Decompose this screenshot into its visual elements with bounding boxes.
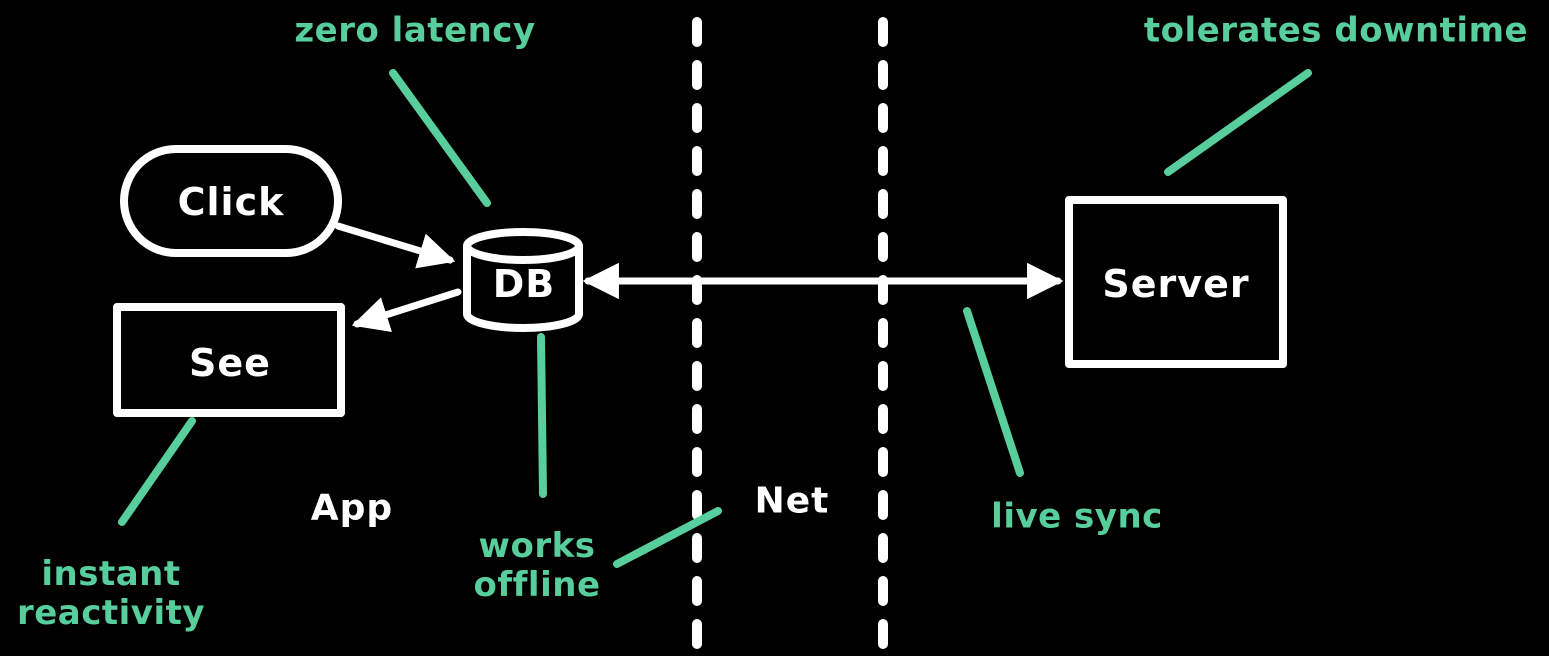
tolerates-downtime-annotation: tolerates downtime [1143,10,1529,51]
click-node-shape [120,145,342,257]
server-node-label: Server [1102,262,1250,307]
db-to-see-arrow [351,288,462,333]
works-offline-annotation: works offline [473,525,601,605]
app-zone-label: App [310,487,394,529]
net-zone-label: Net [754,480,830,522]
tolerates-downtime-pointer-line [1164,69,1312,176]
live-sync-annotation: live sync [991,496,1163,537]
zero-latency-annotation: zero latency [294,10,536,51]
net-pointer-line [613,507,722,568]
works-offline-pointer-line [537,333,547,498]
see-node-label: See [189,341,271,386]
see-node-shape [113,303,345,417]
db-node-label: DB [492,262,556,307]
zero-latency-pointer-line [389,69,491,207]
live-sync-pointer-line [963,307,1024,477]
click-node-label: Click [177,180,285,225]
instant-reactivity-annotation: instant reactivity [16,553,206,633]
click-to-db-arrow [334,222,456,269]
instant-reactivity-pointer-line [118,417,196,526]
server-node-shape [1065,196,1287,368]
db-cylinder-shape [463,228,584,332]
